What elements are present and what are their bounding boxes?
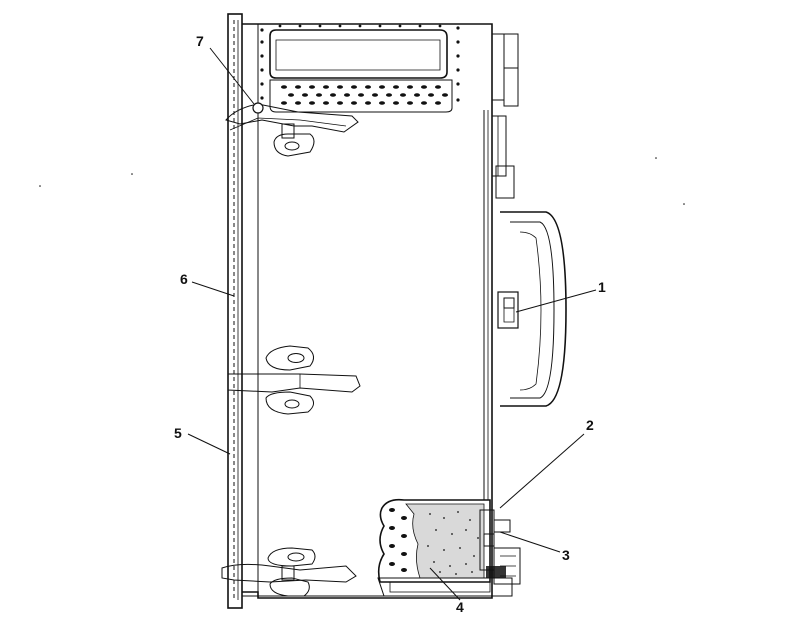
leader-7 bbox=[209, 47, 255, 105]
callout-7: 7 bbox=[196, 33, 204, 49]
connector-1 bbox=[497, 291, 519, 329]
leader-2 bbox=[499, 433, 585, 509]
top-vent-panel bbox=[260, 24, 460, 113]
lower-right-bracket bbox=[479, 509, 521, 585]
callout-5: 5 bbox=[174, 425, 182, 441]
callout-1: 1 bbox=[598, 279, 606, 295]
callout-4: 4 bbox=[456, 599, 464, 615]
leader-lines bbox=[187, 47, 597, 601]
callout-6: 6 bbox=[180, 271, 188, 287]
leader-5 bbox=[187, 433, 231, 455]
callout-labels: 1 2 3 4 5 6 7 bbox=[174, 33, 606, 615]
latch-top bbox=[225, 102, 359, 157]
insulation-stipple bbox=[427, 511, 479, 575]
bottom-cutaway-section bbox=[377, 498, 521, 597]
edge-holes-top bbox=[260, 24, 460, 102]
callout-2: 2 bbox=[586, 417, 594, 433]
leader-4 bbox=[429, 567, 461, 601]
latch-bottom bbox=[221, 547, 357, 597]
side-flange-fitting bbox=[497, 211, 567, 407]
front-door-panel bbox=[227, 13, 243, 609]
perforation-holes bbox=[281, 85, 448, 105]
hinge-pin bbox=[252, 102, 264, 114]
callout-3: 3 bbox=[562, 547, 570, 563]
leader-1 bbox=[515, 289, 597, 313]
leader-3 bbox=[499, 531, 561, 553]
latch-middle bbox=[227, 345, 361, 415]
top-right-connectors bbox=[491, 33, 519, 199]
scan-specks bbox=[39, 157, 685, 205]
cutaway-holes bbox=[389, 508, 407, 572]
leader-6 bbox=[191, 281, 235, 297]
